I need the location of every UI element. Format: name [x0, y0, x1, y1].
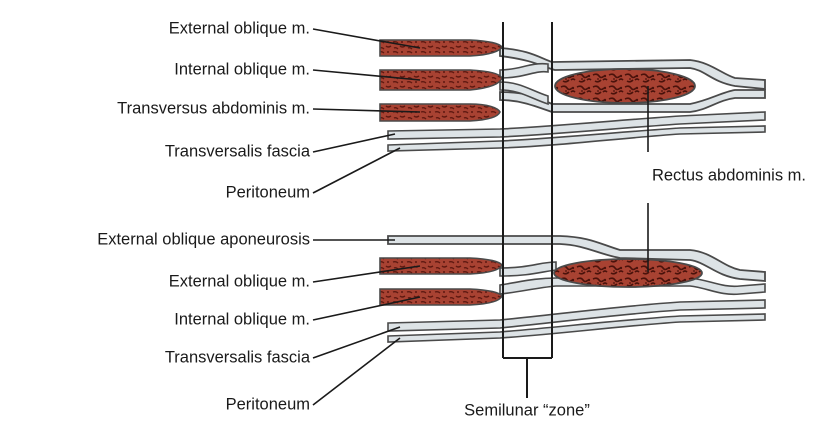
label-lower-external-oblique-aponeurosis: External oblique aponeurosis — [97, 230, 310, 248]
upper-section — [380, 40, 765, 151]
label-lower-external-oblique: External oblique m. — [169, 272, 310, 290]
label-upper-peritoneum: Peritoneum — [226, 183, 310, 201]
lower-section — [380, 236, 765, 342]
label-upper-transversalis-fascia: Transversalis fascia — [165, 142, 311, 160]
label-semilunar-zone: Semilunar “zone” — [464, 401, 590, 419]
lower-external-oblique-muscle — [380, 258, 502, 274]
label-rectus-abdominis: Rectus abdominis m. — [652, 166, 806, 184]
lower-rectus-muscle — [554, 259, 702, 287]
upper-internal-oblique-muscle — [380, 70, 502, 90]
label-lower-internal-oblique: Internal oblique m. — [174, 310, 310, 328]
upper-transversus-muscle — [380, 104, 500, 121]
label-lower-transversalis-fascia: Transversalis fascia — [165, 348, 311, 366]
upper-rectus-muscle — [555, 69, 695, 103]
label-lower-peritoneum: Peritoneum — [226, 395, 310, 413]
upper-external-oblique-muscle — [380, 40, 502, 56]
semilunar-zone-bracket — [503, 22, 552, 398]
label-upper-transversus: Transversus abdominis m. — [117, 99, 310, 117]
label-upper-external-oblique: External oblique m. — [169, 19, 310, 37]
label-upper-internal-oblique: Internal oblique m. — [174, 60, 310, 78]
lower-internal-oblique-muscle — [380, 289, 502, 305]
